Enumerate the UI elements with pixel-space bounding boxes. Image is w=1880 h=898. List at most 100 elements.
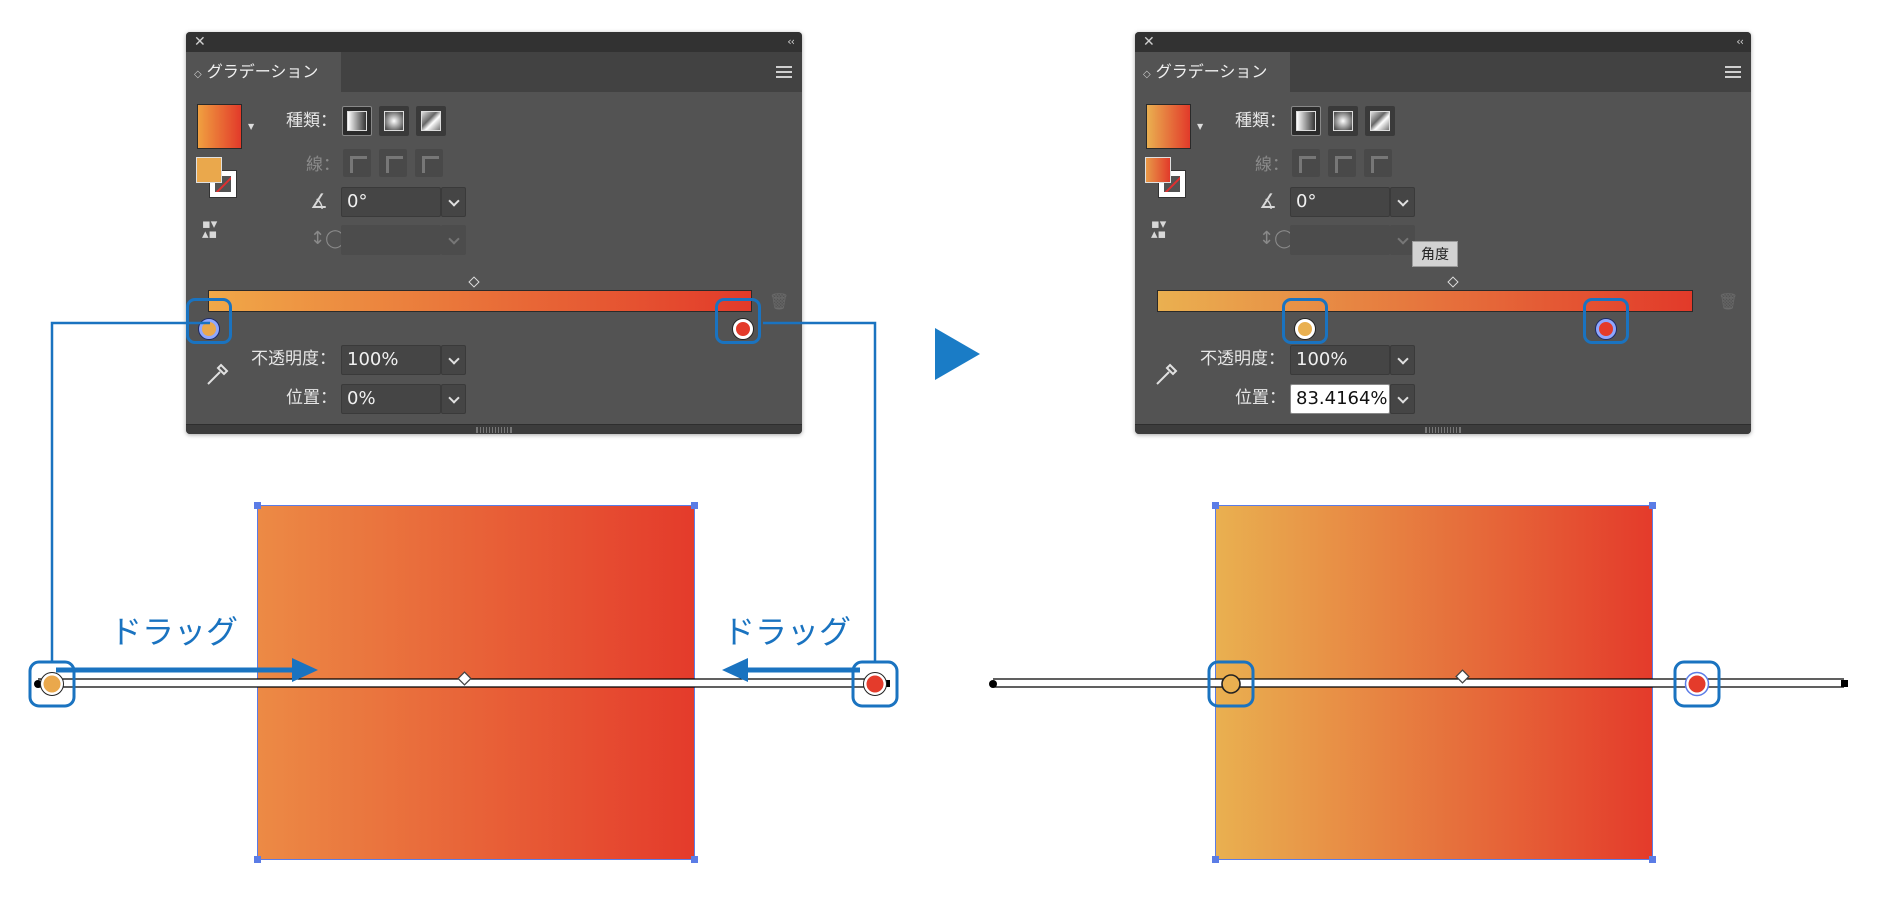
opacity-dropdown[interactable] — [1390, 345, 1415, 375]
gradient-stop-right[interactable] — [733, 319, 753, 339]
opacity-field[interactable]: 100% — [1290, 345, 1390, 375]
opacity-label: 不透明度： — [251, 349, 336, 369]
selection-handle[interactable] — [1649, 856, 1656, 863]
opacity-dropdown[interactable] — [441, 345, 466, 375]
drag-label-right: ドラッグ — [723, 613, 852, 651]
collapse-icon[interactable]: ‹‹ — [787, 35, 795, 48]
stroke-along-button — [1328, 149, 1356, 177]
linear-gradient-icon — [1296, 111, 1316, 131]
gradient-stop-left[interactable] — [1295, 319, 1315, 339]
location-field[interactable]: 0% — [341, 384, 441, 414]
freeform-gradient-button[interactable] — [416, 106, 446, 136]
stroke-swatch[interactable] — [1159, 171, 1185, 197]
aspect-ratio-icon: ↕◯ — [310, 228, 346, 249]
aspect-ratio-icon: ↕◯ — [1259, 228, 1295, 249]
selection-handle[interactable] — [691, 856, 698, 863]
freeform-gradient-icon — [1370, 111, 1390, 131]
angle-dropdown[interactable] — [1390, 187, 1415, 217]
close-icon[interactable]: ✕ — [1143, 34, 1155, 50]
delete-stop-icon[interactable]: 🗑 — [1718, 292, 1739, 311]
swatch-dropdown-icon[interactable]: ▼ — [248, 122, 255, 131]
aspect-ratio-dropdown — [1390, 225, 1415, 255]
linear-gradient-button[interactable] — [342, 106, 372, 136]
swatch-dropdown-icon[interactable]: ▼ — [1197, 122, 1204, 131]
panel-tabbar: ◇グラデーション — [186, 52, 802, 92]
stroke-label: 線： — [306, 155, 340, 175]
close-icon[interactable]: ✕ — [194, 34, 206, 50]
next-step-arrow-icon — [935, 328, 980, 380]
stroke-within-button — [1292, 149, 1320, 177]
panel-titlebar: ✕ ‹‹ — [186, 32, 802, 52]
annotator-stop-left-after[interactable] — [1221, 674, 1241, 694]
linear-gradient-button[interactable] — [1291, 106, 1321, 136]
delete-stop-icon[interactable]: 🗑 — [769, 292, 790, 311]
angle-dropdown[interactable] — [441, 187, 466, 217]
radial-gradient-button[interactable] — [1328, 106, 1358, 136]
annotator-stop-right-before[interactable] — [863, 672, 887, 696]
collapse-icon[interactable]: ‹‹ — [1736, 35, 1744, 48]
drag-arrow-left-icon — [722, 658, 748, 682]
location-dropdown[interactable] — [441, 384, 466, 414]
highlight-box — [1583, 298, 1629, 344]
tab-gradient[interactable]: ◇グラデーション — [1135, 52, 1290, 92]
gradient-annotator-before[interactable] — [34, 671, 890, 688]
selection-handle[interactable] — [254, 856, 261, 863]
eyedropper-icon[interactable] — [1153, 360, 1181, 388]
stroke-along-button — [379, 149, 407, 177]
location-label: 位置： — [1235, 388, 1286, 408]
highlight-box — [1282, 298, 1328, 344]
eyedropper-icon[interactable] — [204, 360, 232, 388]
selection-handle[interactable] — [1212, 502, 1219, 509]
freeform-gradient-icon — [421, 111, 441, 131]
location-dropdown[interactable] — [1390, 384, 1415, 414]
drag-label-left: ドラッグ — [110, 613, 239, 651]
aspect-ratio-dropdown — [441, 225, 466, 255]
gradient-swatch[interactable] — [1146, 104, 1191, 149]
stroke-across-button — [1364, 149, 1392, 177]
gradient-swatch[interactable] — [197, 104, 242, 149]
stroke-across-button — [415, 149, 443, 177]
fill-swatch[interactable] — [196, 157, 222, 183]
gradient-panel-before: ✕ ‹‹ ◇グラデーション ▼ ▪▾▴▪ 種類： 線： ∡ 0° ↕◯ 🗑 不透… — [186, 32, 802, 434]
annotator-stop-left-before[interactable] — [40, 672, 64, 696]
panel-menu-icon[interactable] — [1725, 66, 1741, 78]
panel-footer — [186, 424, 802, 434]
type-label: 種類： — [1235, 111, 1286, 131]
selection-handle[interactable] — [691, 502, 698, 509]
highlight-box — [28, 660, 76, 708]
gradient-slider[interactable] — [1157, 290, 1693, 312]
swap-fill-stroke-icon[interactable]: ▪▾▴▪ — [202, 217, 218, 242]
resize-grip-icon[interactable] — [476, 427, 512, 433]
fill-swatch[interactable] — [1145, 157, 1171, 183]
highlight-box — [1673, 660, 1721, 708]
freeform-gradient-button[interactable] — [1365, 106, 1395, 136]
drag-arrow-right-icon — [292, 658, 318, 682]
selection-handle[interactable] — [1212, 856, 1219, 863]
panel-tabbar: ◇グラデーション — [1135, 52, 1751, 92]
location-label: 位置： — [286, 388, 337, 408]
aspect-ratio-field — [1290, 225, 1390, 255]
selection-handle[interactable] — [254, 502, 261, 509]
gradient-panel-after: ✕ ‹‹ ◇グラデーション ▼ ▪▾▴▪ 種類： 線： ∡ 0° ↕◯ 角度 🗑… — [1135, 32, 1751, 434]
panel-footer — [1135, 424, 1751, 434]
radial-gradient-icon — [1333, 111, 1353, 131]
tab-arrows-icon: ◇ — [194, 69, 202, 80]
angle-icon: ∡ — [1259, 189, 1277, 213]
tab-gradient[interactable]: ◇グラデーション — [186, 52, 341, 92]
gradient-slider[interactable] — [208, 290, 752, 312]
opacity-field[interactable]: 100% — [341, 345, 441, 375]
gradient-stop-right[interactable] — [1596, 319, 1616, 339]
swap-fill-stroke-icon[interactable]: ▪▾▴▪ — [1151, 217, 1167, 242]
resize-grip-icon[interactable] — [1425, 427, 1461, 433]
radial-gradient-button[interactable] — [379, 106, 409, 136]
angle-field[interactable]: 0° — [1290, 187, 1390, 217]
panel-titlebar: ✕ ‹‹ — [1135, 32, 1751, 52]
location-field[interactable]: 83.4164% — [1290, 384, 1390, 414]
stroke-swatch[interactable] — [210, 171, 236, 197]
selection-handle[interactable] — [1649, 502, 1656, 509]
opacity-label: 不透明度： — [1200, 349, 1285, 369]
highlight-box — [186, 298, 232, 344]
annotator-stop-right-after[interactable] — [1684, 671, 1710, 697]
panel-menu-icon[interactable] — [776, 66, 792, 78]
